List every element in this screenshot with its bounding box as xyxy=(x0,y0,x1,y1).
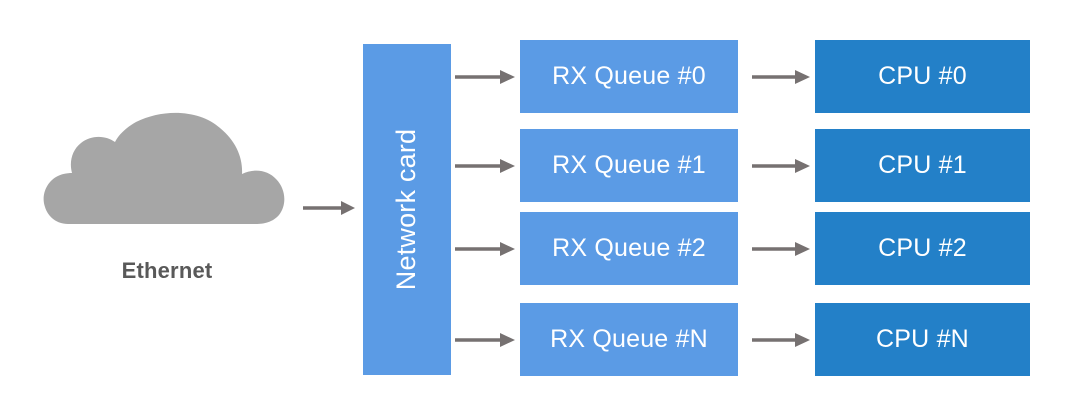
network-card-label: Network card xyxy=(391,128,422,291)
card-to-queue-arrow-1-icon xyxy=(455,157,515,175)
ethernet-cloud xyxy=(40,110,296,230)
cpu-label-0: CPU #0 xyxy=(878,62,967,90)
cpu-label-2: CPU #2 xyxy=(878,234,967,262)
queue-to-cpu-arrow-2-icon xyxy=(752,240,810,258)
cpu-label-3: CPU #N xyxy=(876,325,969,353)
rx-queue-label-0: RX Queue #0 xyxy=(552,62,706,90)
card-to-queue-arrow-0-icon xyxy=(455,68,515,86)
card-to-queue-arrow-2-icon xyxy=(455,240,515,258)
ethernet-label: Ethernet xyxy=(121,258,213,283)
cloud-icon xyxy=(43,112,285,224)
rx-queue-box-0[interactable]: RX Queue #0 xyxy=(520,40,738,113)
cpu-box-2[interactable]: CPU #2 xyxy=(815,212,1030,285)
cpu-label-1: CPU #1 xyxy=(878,151,967,179)
queue-to-cpu-arrow-3-icon xyxy=(752,331,810,349)
rx-queue-label-1: RX Queue #1 xyxy=(552,151,706,179)
cpu-box-1[interactable]: CPU #1 xyxy=(815,129,1030,202)
rx-queue-box-2[interactable]: RX Queue #2 xyxy=(520,212,738,285)
queue-to-cpu-arrow-0-icon xyxy=(752,68,810,86)
rx-queue-label-2: RX Queue #2 xyxy=(552,234,706,262)
rx-queue-box-3[interactable]: RX Queue #N xyxy=(520,303,738,376)
network-card-box[interactable]: Network card xyxy=(363,44,451,375)
cpu-box-0[interactable]: CPU #0 xyxy=(815,40,1030,113)
ingress-arrow-icon xyxy=(303,199,355,217)
queue-to-cpu-arrow-1-icon xyxy=(752,157,810,175)
card-to-queue-arrow-3-icon xyxy=(455,331,515,349)
rx-queue-label-3: RX Queue #N xyxy=(550,325,708,353)
cpu-box-3[interactable]: CPU #N xyxy=(815,303,1030,376)
rx-queue-box-1[interactable]: RX Queue #1 xyxy=(520,129,738,202)
